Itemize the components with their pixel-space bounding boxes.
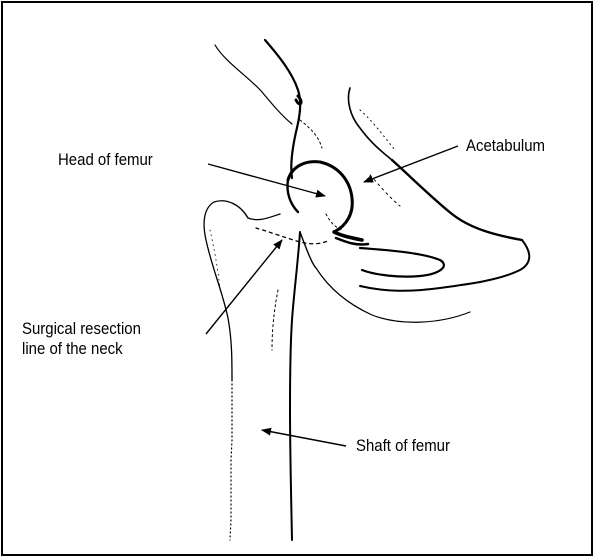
label-shaft-of-femur: Shaft of femur	[356, 436, 450, 456]
label-shaft-of-femur-text: Shaft of femur	[356, 436, 450, 455]
femur-outline	[204, 201, 316, 540]
label-head-of-femur: Head of femur	[58, 150, 153, 170]
arrow-surgical-resection	[206, 240, 282, 334]
label-surgical-resection: Surgical resection line of the neck	[22, 319, 141, 359]
label-head-of-femur-text: Head of femur	[58, 150, 153, 169]
label-acetabulum-text: Acetabulum	[466, 136, 545, 155]
obturator-ring	[316, 240, 529, 322]
resection-line	[256, 228, 330, 244]
label-acetabulum: Acetabulum	[466, 136, 545, 156]
arrow-shaft-of-femur	[262, 430, 346, 446]
label-surgical-resection-line1: Surgical resection	[22, 319, 141, 339]
arrow-head-of-femur	[208, 164, 325, 196]
label-surgical-resection-line2: line of the neck	[22, 339, 141, 359]
leader-arrows	[206, 146, 458, 446]
